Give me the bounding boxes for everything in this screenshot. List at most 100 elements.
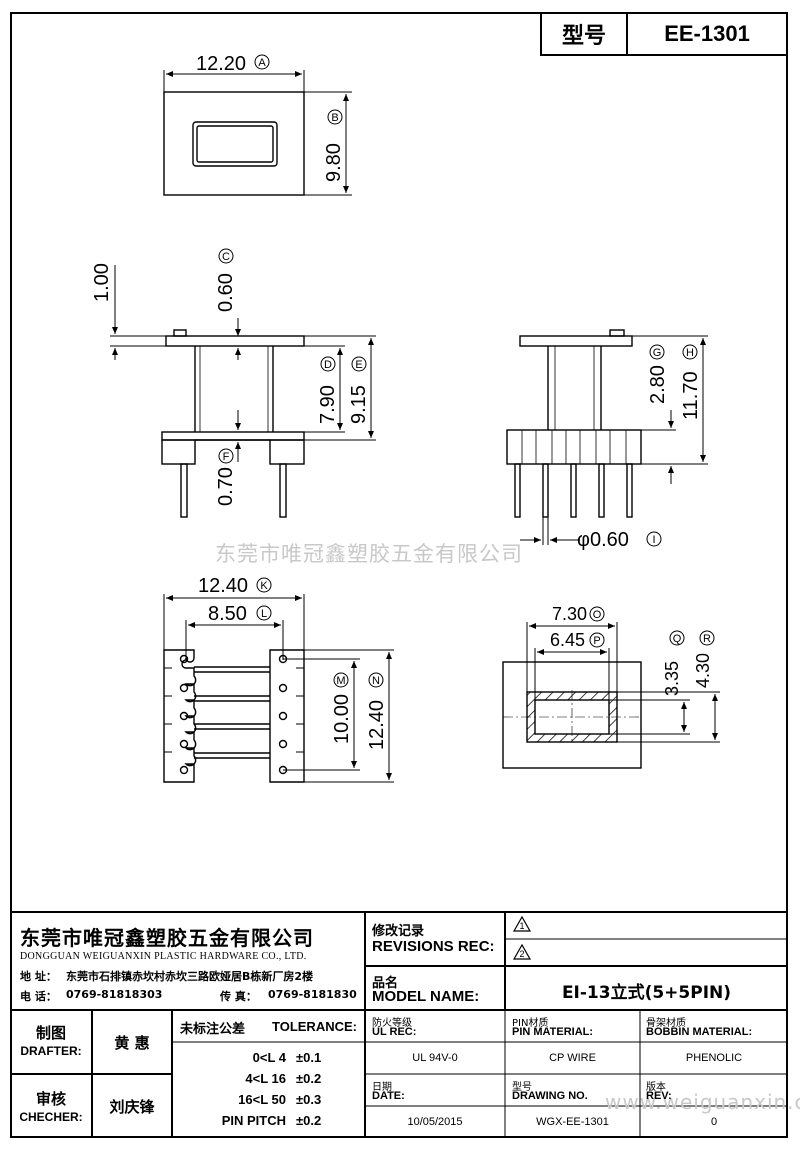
svg-text:E: E <box>355 359 362 371</box>
rev-1-number: 1 <box>519 921 524 931</box>
dim-n: 12.40 <box>366 700 388 750</box>
title-block: 型号 EE-1301 <box>540 12 788 56</box>
dim-a: 12.20 <box>196 53 246 75</box>
svg-text:O: O <box>593 609 602 621</box>
drafter-label-cn: 制图 <box>35 1024 66 1042</box>
model-value: EI-13立式(5+5PIN) <box>561 983 732 1003</box>
dim-d: 7.90 <box>317 385 339 424</box>
svg-text:Q: Q <box>673 633 682 645</box>
marker-d: D <box>320 356 336 372</box>
marker-h: H <box>682 344 698 360</box>
svg-text:B: B <box>331 112 338 124</box>
marker-k: K <box>256 577 272 593</box>
ul-value: UL 94V-0 <box>412 1052 458 1064</box>
svg-text:K: K <box>260 580 268 592</box>
marker-r: R <box>699 630 715 646</box>
dim-g: 2.80 <box>647 365 669 404</box>
dim-b: 9.80 <box>323 143 345 182</box>
dim-c: 0.60 <box>215 273 237 312</box>
marker-f: F <box>218 448 234 464</box>
marker-e: E <box>351 356 367 372</box>
svg-text:R: R <box>703 633 711 645</box>
pin-label-cn: PIN材质 <box>512 1018 549 1029</box>
model-label-en: MODEL NAME: <box>372 988 480 1005</box>
pin-value: CP WIRE <box>549 1052 596 1064</box>
dim-q: 3.35 <box>662 661 682 696</box>
bobbin-label-cn: 骨架材质 <box>646 1018 686 1029</box>
drafter-name: 黄 惠 <box>114 1034 150 1052</box>
checker-label-cn: 审核 <box>35 1090 66 1108</box>
fax-label: 传 真： <box>220 990 257 1003</box>
side-view <box>506 329 708 545</box>
fax: 0769-8181830 <box>268 988 357 1001</box>
front-view <box>110 265 376 518</box>
tolerance-value: ±0.1 <box>296 1050 322 1065</box>
dim-e: 9.15 <box>348 385 370 424</box>
marker-p: P <box>589 632 605 648</box>
checker-name: 刘庆锋 <box>109 1098 155 1116</box>
marker-c: C <box>218 248 234 264</box>
tel-label: 电 话： <box>20 990 57 1003</box>
svg-text:L: L <box>261 608 267 620</box>
tolerance-value: ±0.3 <box>296 1092 322 1107</box>
rev-label-cn: 版本 <box>646 1082 666 1093</box>
title-label: 型号 <box>542 14 628 54</box>
dim-o: 7.30 <box>552 604 587 624</box>
marker-g: G <box>649 344 665 360</box>
dim-f: 0.70 <box>215 467 237 506</box>
pin-label-en: PIN MATERIAL: <box>512 1026 594 1038</box>
svg-text:P: P <box>593 635 600 647</box>
rev-value: 0 <box>710 1116 718 1128</box>
tolerance-range: PIN PITCH <box>221 1113 286 1128</box>
revisions-label-cn: 修改记录 <box>372 924 425 939</box>
date-label-cn: 日期 <box>372 1082 392 1093</box>
drafter-label-en: DRAFTER: <box>20 1044 82 1058</box>
svg-text:I: I <box>652 534 655 546</box>
svg-text:A: A <box>258 57 266 69</box>
tolerance-value: ±0.2 <box>296 1071 322 1086</box>
address: 东莞市石排镇赤坎村赤坎三路欧娅居B栋新厂房2楼 <box>66 970 314 983</box>
svg-text:G: G <box>653 347 662 359</box>
watermark-url: www.weiguanxin.com <box>605 1090 800 1114</box>
bobbin-value: PHENOLIC <box>685 1052 743 1064</box>
marker-m: M <box>333 672 349 688</box>
date-label-en: DATE: <box>372 1090 405 1102</box>
date-value: 10/05/2015 <box>407 1116 463 1128</box>
dim-c-top: 1.00 <box>91 263 113 302</box>
company-name-en: DONGGUAN WEIGUANXIN PLASTIC HARDWARE CO.… <box>20 951 307 962</box>
dim-p: 6.45 <box>550 630 585 650</box>
marker-n: N <box>368 672 384 688</box>
marker-o: O <box>589 606 605 622</box>
company-name-cn: 东莞市唯冠鑫塑胶五金有限公司 <box>20 926 314 950</box>
svg-text:C: C <box>222 251 230 263</box>
svg-text:D: D <box>324 359 332 371</box>
marker-b: B <box>327 109 343 125</box>
tolerance-label-en: TOLERANCE: <box>272 1019 357 1034</box>
dwg-value: WGX-EE-1301 <box>536 1116 609 1128</box>
tolerance-value: ±0.2 <box>296 1113 322 1128</box>
dim-l: 8.50 <box>208 603 247 625</box>
dim-h: 11.70 <box>680 371 702 420</box>
bottom-view <box>163 594 394 783</box>
address-label: 地 址： <box>20 970 57 983</box>
drawing-frame <box>10 12 788 1138</box>
marker-i: I <box>646 531 662 547</box>
checker-label-en: CHECHER: <box>19 1110 83 1124</box>
ul-label-en: UL REC: <box>372 1026 417 1038</box>
tel: 0769-81818303 <box>66 988 163 1001</box>
tolerance-label-cn: 未标注公差 <box>180 1022 246 1037</box>
tolerance-range: 16<L 50 <box>238 1092 286 1107</box>
bobbin-label-en: BOBBIN MATERIAL: <box>646 1026 753 1038</box>
marker-a: A <box>254 54 270 70</box>
dwg-label-cn: 型号 <box>512 1082 532 1093</box>
top-view <box>163 70 352 196</box>
svg-text:F: F <box>223 451 230 463</box>
dim-r: 4.30 <box>693 653 713 688</box>
marker-l: L <box>256 605 272 621</box>
rev-label-en: REV: <box>646 1090 672 1102</box>
svg-text:H: H <box>686 347 694 359</box>
model-label-cn: 品名 <box>372 976 399 991</box>
svg-text:N: N <box>372 675 380 687</box>
watermark: 东莞市唯冠鑫塑胶五金有限公司 <box>215 542 523 566</box>
